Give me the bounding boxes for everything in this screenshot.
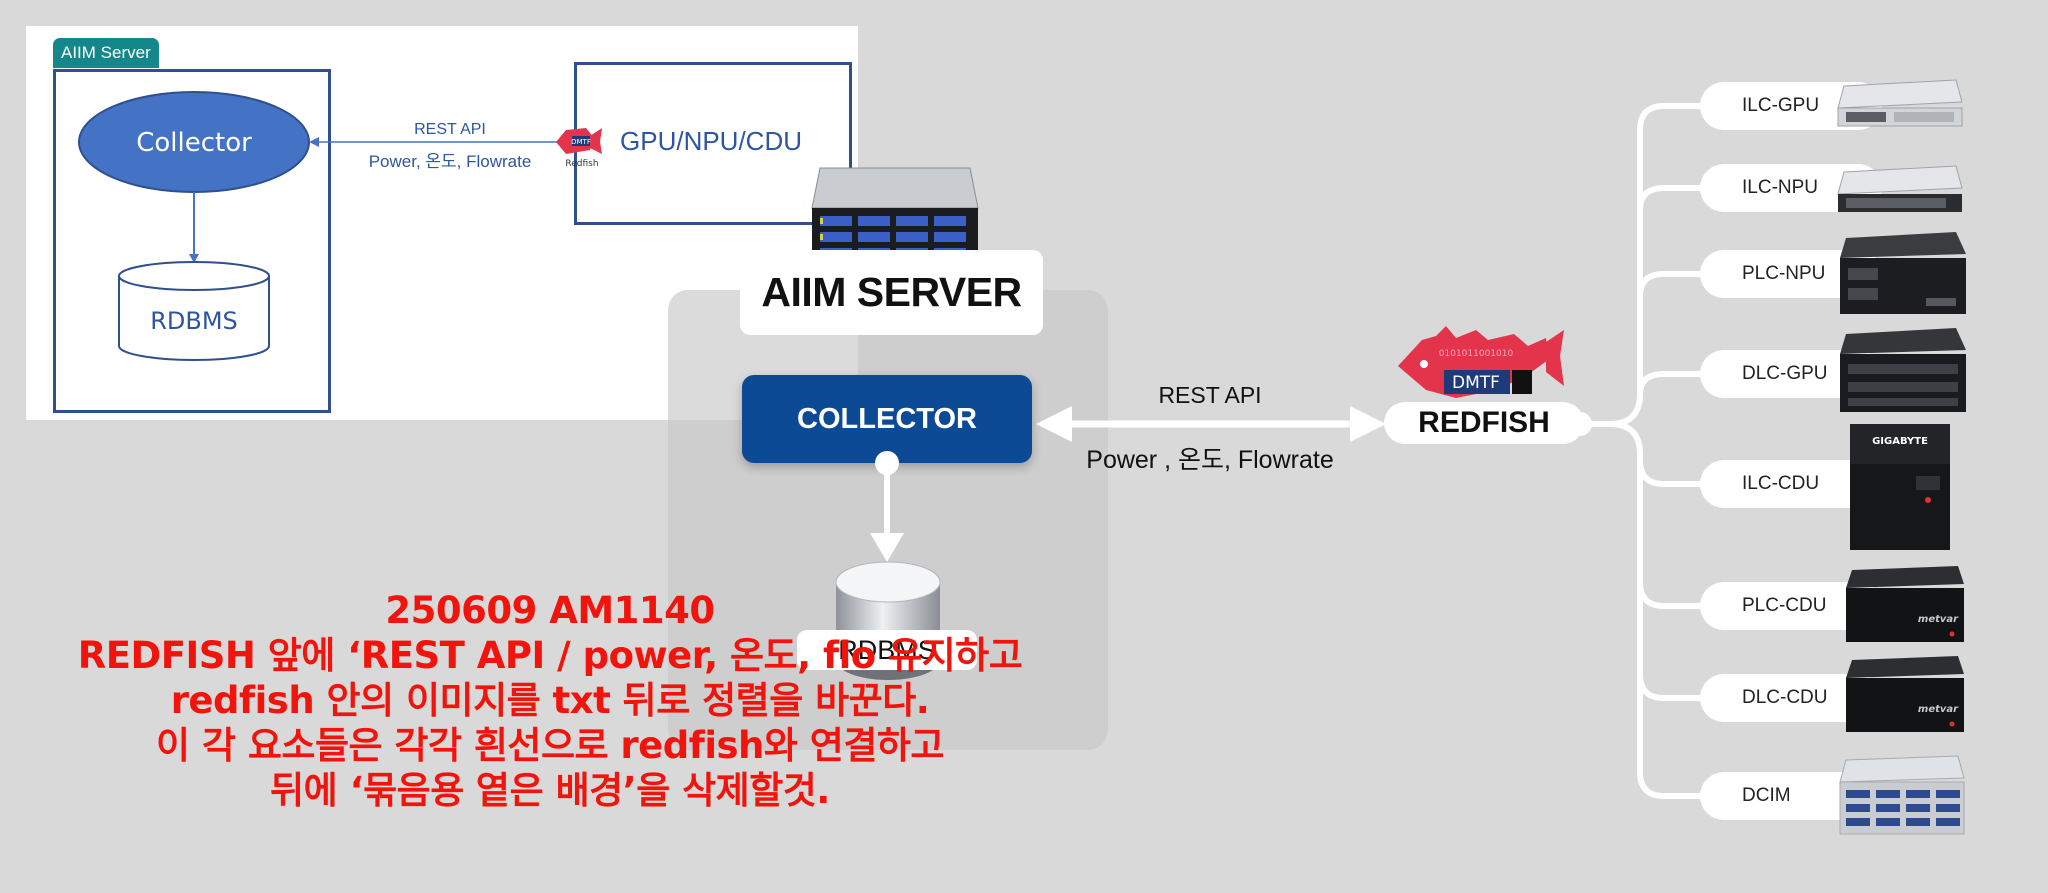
collector-node[interactable]: COLLECTOR: [742, 375, 1032, 463]
inset-target-label: GPU/NPU/CDU: [620, 126, 803, 156]
inset-rdbms-cylinder: [118, 276, 270, 361]
note-line-2: REDFISH 앞에 ‘REST API / power, 온도, flo 유지…: [77, 634, 1023, 677]
inset-collector-label: Collector: [136, 128, 252, 158]
review-note: 250609 AM1140 REDFISH 앞에 ‘REST API / pow…: [0, 588, 1100, 813]
left-arrow-head: [1036, 406, 1072, 442]
inset-redfish-logo-icon: DMTF Redfish: [556, 128, 602, 169]
metvar-brand-text-1: metvar: [1918, 614, 1959, 625]
aiim-server-title: AIIM SERVER: [740, 250, 1043, 335]
right-arrow-head: [1350, 406, 1386, 442]
ilc-npu-hardware-icon: [1837, 165, 1963, 212]
dlc-gpu-hardware-icon: [1840, 328, 1966, 412]
inset-server-tag: AIIM Server: [53, 38, 159, 68]
metvar-brand-text-2: metvar: [1918, 704, 1959, 715]
inset-rest-api-label: REST API: [414, 121, 486, 138]
dcim-hardware-icon: [1839, 755, 1965, 835]
rest-api-label: REST API: [1158, 382, 1262, 408]
svg-text:DMTF: DMTF: [571, 138, 591, 146]
note-line-1: 250609 AM1140: [385, 589, 715, 632]
ilc-cdu-hardware-icon: GIGABYTE: [1850, 424, 1950, 550]
inset-metrics-label: Power, 온도, Flowrate: [368, 152, 532, 171]
rdbms-arrow-head: [870, 533, 904, 562]
note-line-3: redfish 안의 이미지를 txt 뒤로 정렬을 바꾼다.: [170, 679, 930, 722]
dlc-cdu-hardware-icon: metvar: [1846, 656, 1964, 732]
redfish-logo-icon: DMTF 0101011001010: [1398, 326, 1564, 398]
inset-rdbms-label: RDBMS: [150, 307, 238, 335]
rdbms-label: RDBMS: [797, 630, 977, 670]
collector-port-dot: [875, 451, 899, 475]
note-line-5: 뒤에 ‘묶음용 옅은 배경’을 삭제할것.: [270, 769, 830, 812]
gigabyte-brand-text: GIGABYTE: [1872, 436, 1928, 447]
ilc-gpu-hardware-icon: [1837, 79, 1963, 127]
dmtf-text: DMTF: [1452, 373, 1500, 393]
plc-cdu-hardware-icon: metvar: [1846, 566, 1964, 642]
redfish-label: REDFISH: [1384, 402, 1584, 444]
svg-text:Redfish: Redfish: [565, 159, 598, 169]
plc-npu-hardware-icon: [1840, 232, 1966, 314]
note-line-4: 이 각 요소들은 각각 흰선으로 redfish와 연결하고: [156, 724, 944, 767]
svg-text:0101011001010: 0101011001010: [1439, 349, 1514, 359]
inset-server-box: [53, 69, 331, 413]
metrics-label: Power , 온도, Flowrate: [1086, 446, 1334, 474]
